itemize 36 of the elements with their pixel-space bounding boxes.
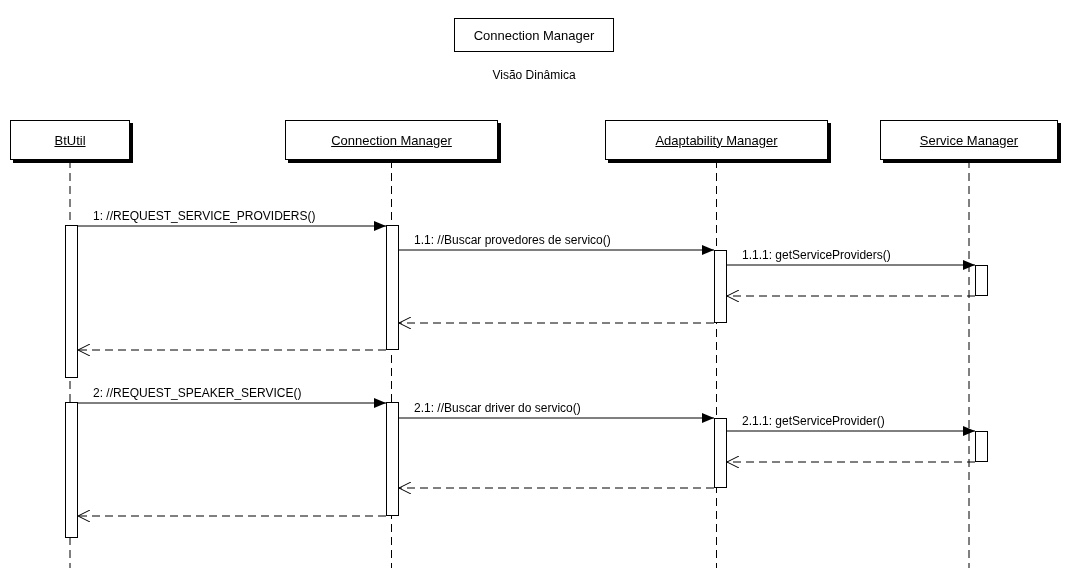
message-arrow <box>726 426 976 436</box>
activation-bar <box>714 250 727 323</box>
activation-bar <box>65 225 78 378</box>
return-arrow <box>726 455 976 469</box>
message-arrow <box>726 260 976 270</box>
activation-bar <box>714 418 727 488</box>
activation-bar <box>975 265 988 296</box>
return-arrow <box>77 343 387 357</box>
activation-bar <box>975 431 988 462</box>
activation-bar <box>65 402 78 538</box>
participant-name: BtUtil <box>54 132 86 148</box>
participant-name: Connection Manager <box>331 132 452 148</box>
edge-label: 2.1: //Buscar driver do servico() <box>413 401 582 415</box>
edge-label: 1.1.1: getServiceProviders() <box>741 248 892 262</box>
participant-name: Service Manager <box>919 132 1019 148</box>
title: Connection Manager <box>454 18 614 52</box>
participant-name: Adaptability Manager <box>655 132 778 148</box>
edge-label: 1: //REQUEST_SERVICE_PROVIDERS() <box>92 209 317 223</box>
lifeline-header-box <box>605 120 828 160</box>
return-arrow <box>398 316 715 330</box>
edge-label: 1.1: //Buscar provedores de servico() <box>413 233 612 247</box>
lifeline-header-box <box>10 120 130 160</box>
return-arrow <box>398 481 715 495</box>
message-arrow <box>77 221 387 231</box>
lifeline-header-box <box>285 120 498 160</box>
message-arrow <box>77 398 387 408</box>
message-arrow <box>398 245 715 255</box>
return-arrow <box>77 509 387 523</box>
message-arrow <box>398 413 715 423</box>
activation-bar <box>386 225 399 350</box>
return-arrow <box>726 289 976 303</box>
edge-label: 2.1.1: getServiceProvider() <box>741 414 886 428</box>
activation-bar <box>386 402 399 516</box>
lifeline-header-box <box>880 120 1058 160</box>
subtitle: Visão Dinâmica <box>492 68 576 82</box>
edge-label: 2: //REQUEST_SPEAKER_SERVICE() <box>92 386 303 400</box>
